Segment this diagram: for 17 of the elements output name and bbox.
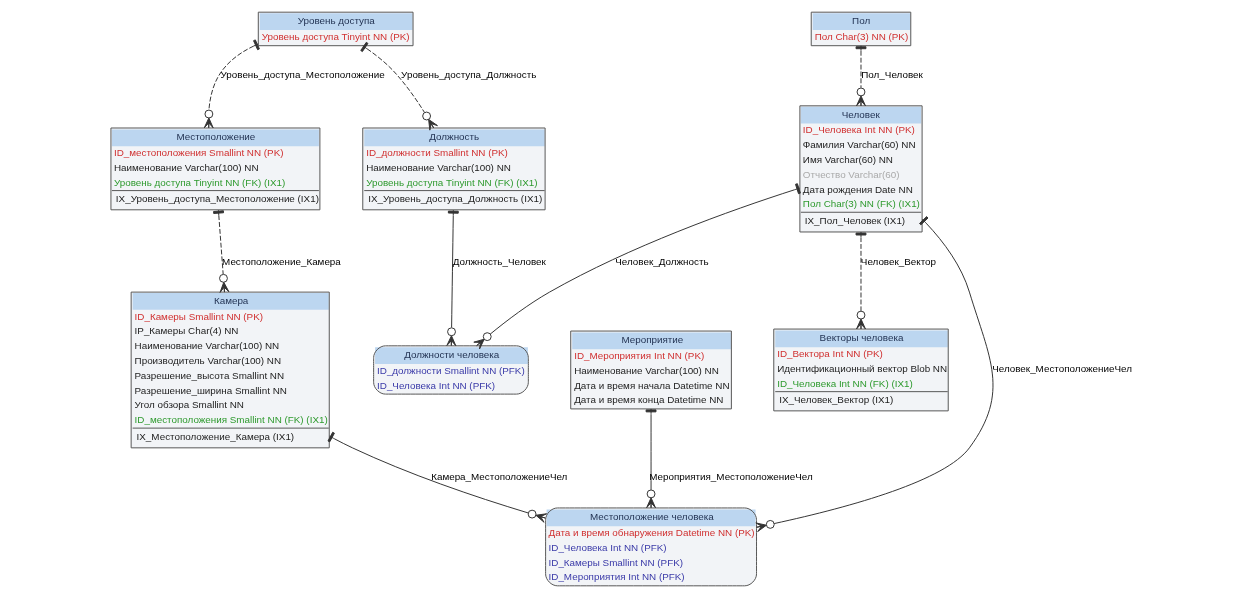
edge-label: Человек_МестоположениеЧел: [992, 363, 1132, 375]
edge-label: Камера_МестоположениеЧел: [431, 471, 568, 483]
connector: [213, 209, 230, 293]
edge-label: Мероприятия_МестоположениеЧел: [649, 471, 813, 483]
edge-label: Уровень_доступа_Должность: [401, 69, 537, 81]
connector: [360, 41, 438, 131]
connector: [327, 431, 548, 523]
edge-label: Человек_Вектор: [860, 255, 937, 267]
connector: [855, 231, 867, 330]
connector: [855, 45, 867, 107]
edge-label: Уровень_доступа_Местоположение: [220, 69, 385, 81]
connector: [645, 408, 657, 509]
edge-label: Человек_Должность: [615, 255, 709, 267]
connector: [755, 216, 994, 533]
edge-label: Местоположение_Камера: [222, 255, 341, 267]
connector: [446, 209, 459, 347]
edge-label: Пол_Человек: [861, 69, 923, 81]
